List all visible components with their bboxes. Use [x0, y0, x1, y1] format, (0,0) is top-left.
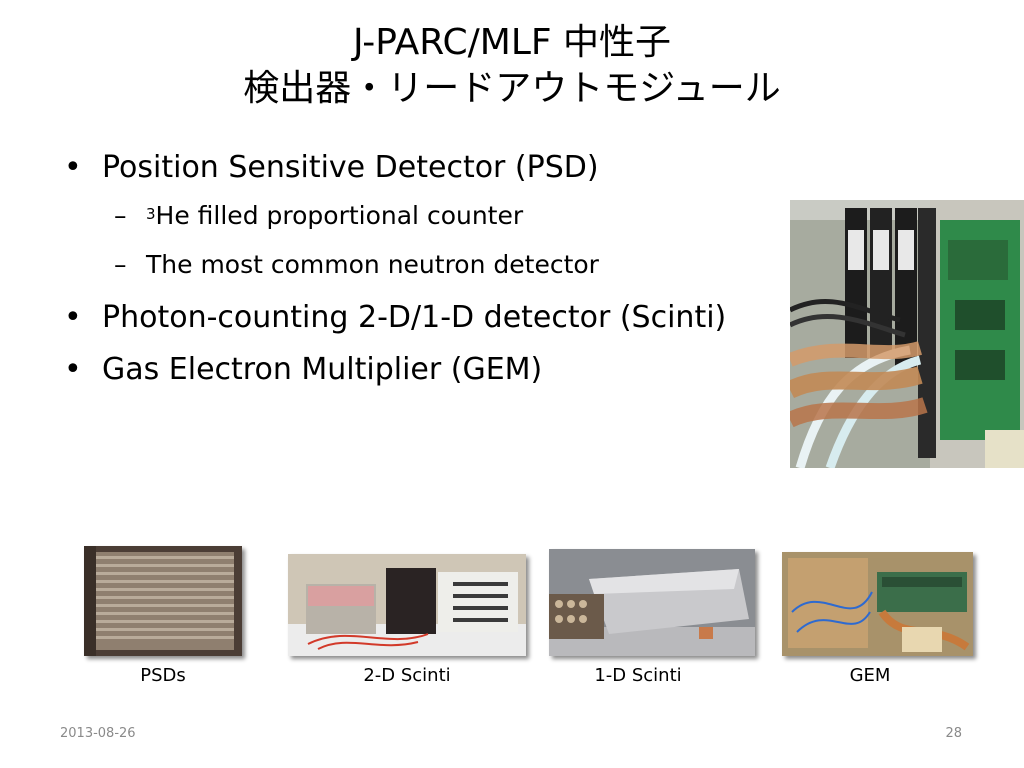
bullet-text: Photon-counting 2-D/1-D detector (Scinti… — [102, 300, 727, 335]
sub-bullet-he3: – 3He filled proportional counter — [62, 200, 782, 232]
title-line-2: 検出器・リードアウトモジュール — [243, 68, 781, 109]
bullet-item-psd: • Position Sensitive Detector (PSD) — [62, 148, 782, 188]
gem-photo — [782, 552, 973, 656]
sub-bullet-common: – The most common neutron detector — [62, 249, 782, 281]
1d-scinti-photo — [549, 549, 755, 656]
bullet-list: • Position Sensitive Detector (PSD) – 3H… — [62, 148, 782, 402]
bullet-item-gem: • Gas Electron Multiplier (GEM) — [62, 350, 782, 390]
sub-bullet-text: The most common neutron detector — [146, 250, 599, 279]
superscript: 3 — [146, 205, 156, 223]
footer-date: 2013-08-26 — [60, 726, 136, 741]
1d-scinti-illustration — [549, 549, 755, 656]
readout-module-illustration — [790, 200, 1024, 468]
dash-icon: – — [114, 250, 127, 279]
2d-scinti-illustration — [288, 554, 526, 656]
psd-illustration — [84, 546, 242, 656]
bullet-text: Position Sensitive Detector (PSD) — [102, 150, 599, 185]
bullet-item-scinti: • Photon-counting 2-D/1-D detector (Scin… — [62, 298, 782, 338]
title-line-1: J-PARC/MLF 中性子 — [352, 22, 672, 63]
bullet-icon: • — [64, 352, 82, 387]
sub-bullet-text: He filled proportional counter — [155, 201, 524, 230]
2d-scinti-photo — [288, 554, 526, 656]
bullet-icon: • — [64, 300, 82, 335]
caption-gem: GEM — [849, 665, 891, 686]
caption-2d-scinti: 2-D Scinti — [363, 665, 451, 686]
caption-psds: PSDs — [140, 665, 186, 686]
gem-illustration — [782, 552, 973, 656]
bullet-icon: • — [64, 150, 82, 185]
caption-1d-scinti: 1-D Scinti — [594, 665, 682, 686]
readout-module-photo — [790, 200, 1024, 468]
psd-photo — [84, 546, 242, 656]
bullet-text: Gas Electron Multiplier (GEM) — [102, 352, 543, 387]
slide-title: J-PARC/MLF 中性子 検出器・リードアウトモジュール — [0, 20, 1024, 112]
dash-icon: – — [114, 201, 127, 230]
footer-page-number: 28 — [945, 726, 962, 741]
